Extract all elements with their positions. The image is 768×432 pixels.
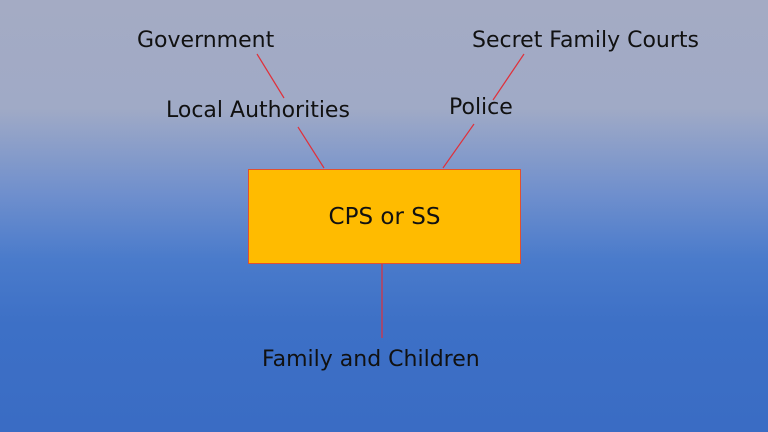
center-label: CPS or SS xyxy=(328,203,441,230)
node-local-authorities: Local Authorities xyxy=(166,98,350,123)
node-government: Government xyxy=(137,28,275,53)
line-government xyxy=(256,53,285,99)
line-local-authorities xyxy=(297,126,325,169)
line-secret-courts xyxy=(492,53,525,101)
center-node-cps: CPS or SS xyxy=(248,169,521,264)
node-police: Police xyxy=(449,95,513,120)
node-secret-family-courts: Secret Family Courts xyxy=(472,28,699,53)
node-family-children: Family and Children xyxy=(262,347,480,372)
line-police xyxy=(442,123,475,169)
